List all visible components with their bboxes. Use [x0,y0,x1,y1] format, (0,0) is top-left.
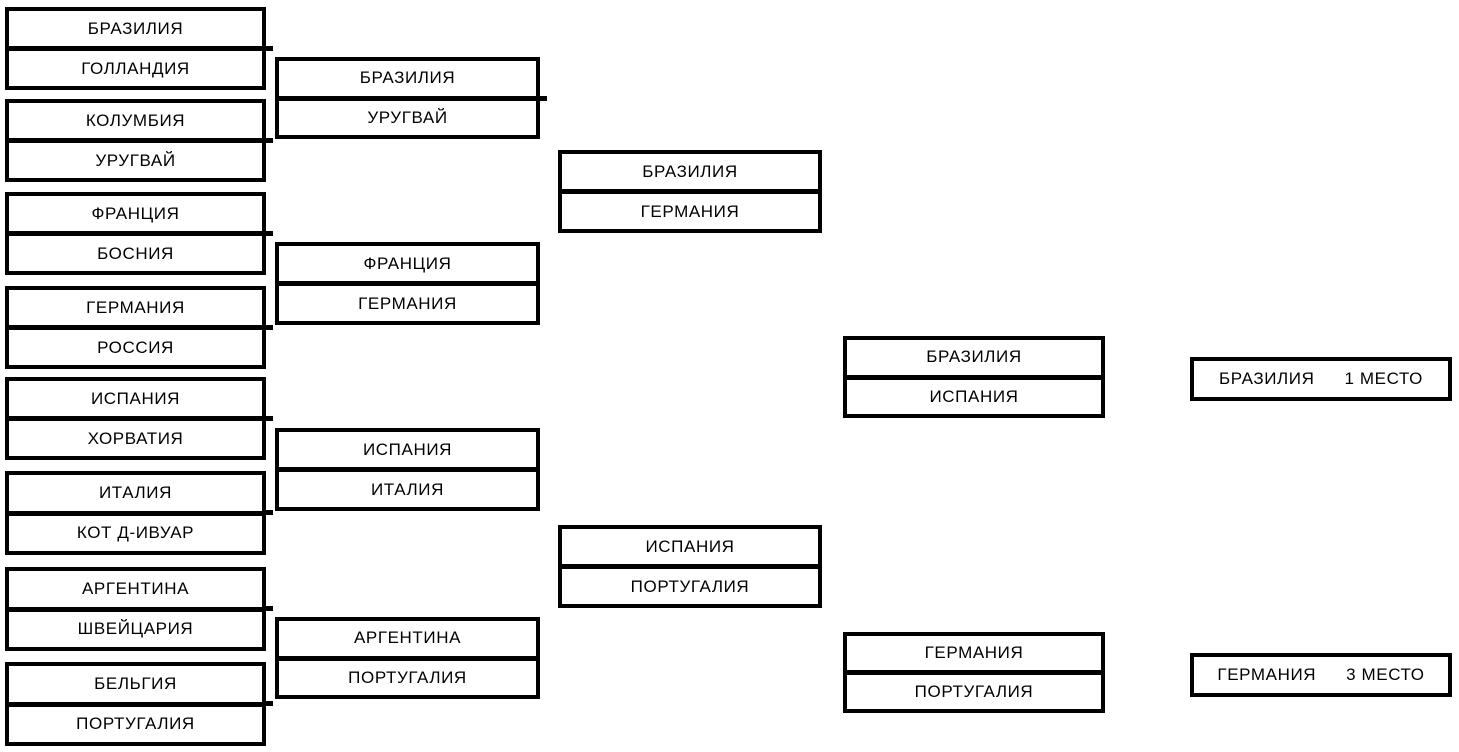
match-divider [847,670,1101,675]
match-divider [562,189,818,194]
match-divider [9,325,262,330]
match-divider [9,416,262,421]
match-r16-7: АРГЕНТИНА ШВЕЙЦАРИЯ [5,567,273,651]
match-divider [279,95,536,101]
team-top: АРГЕНТИНА [81,578,190,598]
team-bottom: ХОРВАТИЯ [87,428,184,448]
connector-tick [262,416,273,421]
match-divider [279,467,536,472]
team-top: КОЛУМБИЯ [85,110,186,130]
team-bottom: КОТ Д-ИВУАР [76,523,195,543]
team-bottom: ПОРТУГАЛИЯ [76,714,195,734]
team-top: ФРАНЦИЯ [363,253,452,273]
team-bottom: УРУГВАЙ [367,107,448,127]
match-r16-4: ГЕРМАНИЯ РОССИЯ [5,286,273,369]
match-divider [9,46,262,51]
match-third-place: ГЕРМАНИЯ ПОРТУГАЛИЯ [843,632,1105,713]
team-bottom: ГОЛЛАНДИЯ [81,58,190,78]
match-r16-5: ИСПАНИЯ ХОРВАТИЯ [5,377,273,460]
connector-tick [262,231,273,236]
match-final: БРАЗИЛИЯ ИСПАНИЯ [843,336,1105,418]
team-bottom: ГЕРМАНИЯ [640,201,740,221]
team-top: АРГЕНТИНА [353,628,462,648]
team-bottom: УРУГВАЙ [95,150,176,170]
team-top: БРАЗИЛИЯ [87,18,184,38]
connector-tick [262,510,273,515]
team-bottom: ПОРТУГАЛИЯ [914,682,1034,701]
team-top: ГЕРМАНИЯ [86,297,185,317]
result-team: БРАЗИЛИЯ [1219,369,1315,388]
team-bottom: ШВЕЙЦАРИЯ [77,619,194,639]
result-first-place: БРАЗИЛИЯ 1 МЕСТО [1190,357,1452,401]
match-r16-8: БЕЛЬГИЯ ПОРТУГАЛИЯ [5,662,273,746]
team-top: ИСПАНИЯ [362,439,453,459]
match-qf-3: ИСПАНИЯ ИТАЛИЯ [275,428,540,511]
team-top: БЕЛЬГИЯ [94,673,177,693]
connector-tick [262,701,273,706]
match-divider [9,138,262,143]
connector-tick [536,96,547,101]
team-top: БРАЗИЛИЯ [359,68,456,88]
team-top: ФРАНЦИЯ [91,203,180,223]
match-qf-2: ФРАНЦИЯ ГЕРМАНИЯ [275,242,540,325]
team-top: БРАЗИЛИЯ [642,161,738,181]
team-bottom: РОССИЯ [97,337,174,357]
team-bottom: ИТАЛИЯ [370,479,444,499]
match-qf-1: БРАЗИЛИЯ УРУГВАЙ [275,57,547,139]
team-top: ИТАЛИЯ [98,482,172,502]
result-place: 1 МЕСТО [1344,369,1423,388]
match-divider [847,374,1101,380]
team-top: БРАЗИЛИЯ [926,347,1022,367]
match-r16-2: КОЛУМБИЯ УРУГВАЙ [5,99,273,182]
connector-tick [262,325,273,330]
team-bottom: ПОРТУГАЛИЯ [348,667,467,687]
team-top: ИСПАНИЯ [90,388,181,408]
team-bottom: ПОРТУГАЛИЯ [630,576,750,596]
result-third-place: ГЕРМАНИЯ 3 МЕСТО [1190,653,1452,697]
match-r16-1: БРАЗИЛИЯ ГОЛЛАНДИЯ [5,7,273,90]
match-divider [9,231,262,236]
connector-tick [262,606,273,611]
team-top: ИСПАНИЯ [645,536,735,556]
result-place: 3 МЕСТО [1346,665,1425,684]
match-r16-6: ИТАЛИЯ КОТ Д-ИВУАР [5,471,273,555]
match-divider [279,655,536,661]
team-top: ГЕРМАНИЯ [924,643,1024,662]
match-qf-4: АРГЕНТИНА ПОРТУГАЛИЯ [275,617,540,699]
match-sf-2: ИСПАНИЯ ПОРТУГАЛИЯ [558,525,822,608]
connector-tick [262,46,273,51]
match-divider [9,510,262,516]
match-r16-3: ФРАНЦИЯ БОСНИЯ [5,192,273,275]
match-divider [562,564,818,569]
match-sf-1: БРАЗИЛИЯ ГЕРМАНИЯ [558,150,822,233]
team-bottom: ИСПАНИЯ [929,386,1019,406]
connector-tick [262,138,273,143]
team-bottom: БОСНИЯ [97,243,174,263]
match-divider [9,701,262,707]
match-divider [9,606,262,612]
result-team: ГЕРМАНИЯ [1217,665,1317,684]
team-bottom: ГЕРМАНИЯ [358,293,457,313]
match-divider [279,281,536,286]
